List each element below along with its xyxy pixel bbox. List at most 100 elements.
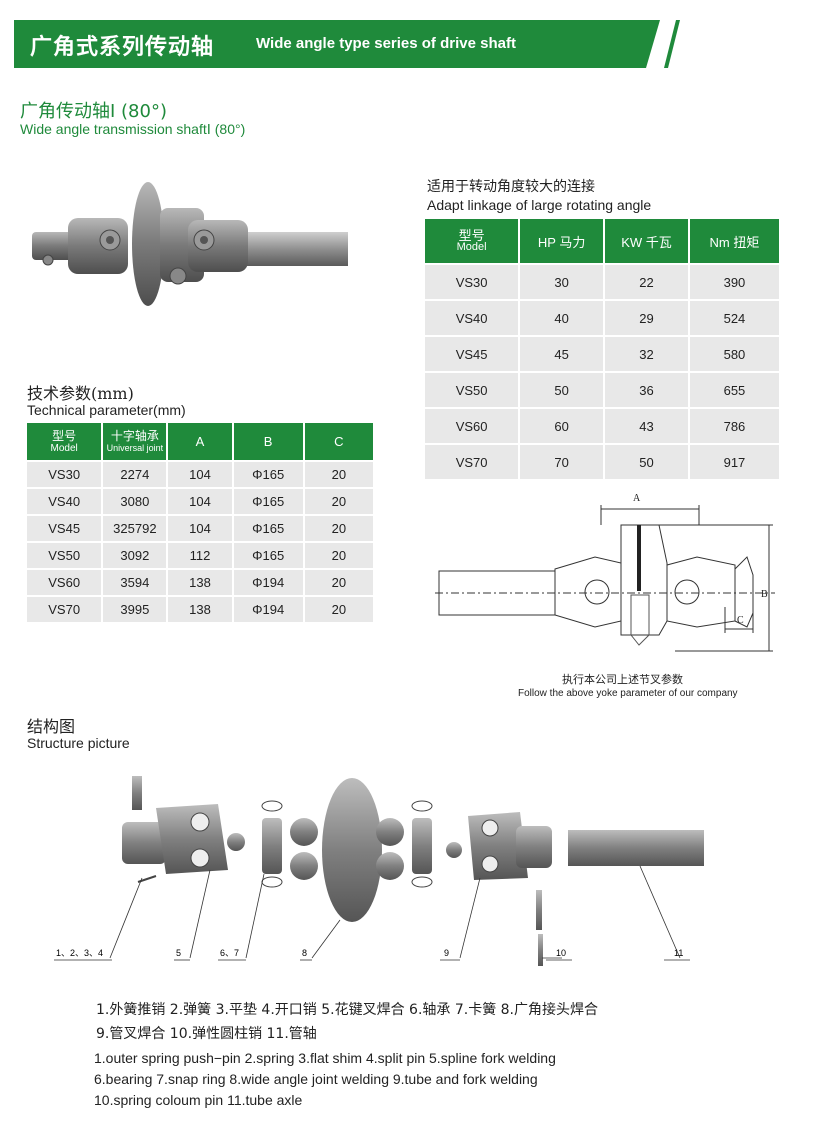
power-th-hp: HP 马力	[520, 219, 604, 263]
power-table-row-cell: 390	[689, 265, 779, 299]
tech-table-row-cell: 3995	[103, 597, 167, 622]
parts-list-en-line3: 10.spring coloum pin 11.tube axle	[94, 1092, 303, 1108]
power-table-caption-cn: 适用于转动角度较大的连接	[427, 179, 595, 195]
power-table-row-cell: VS70	[425, 445, 519, 479]
tech-table-row-cell: 138	[168, 570, 232, 595]
section-title-en: Wide angle transmission shaftⅠ (80°)	[20, 121, 246, 137]
parts-list-en-line2: 6.bearing 7.snap ring 8.wide angle joint…	[94, 1071, 538, 1087]
tech-table-row-cell: 20	[304, 489, 373, 514]
tech-table-row-cell: Φ165	[233, 489, 303, 514]
tech-table-row-cell: 3092	[103, 543, 167, 568]
tech-table-caption-en: Technical parameter(mm)	[27, 402, 186, 418]
tech-table-row-cell: 20	[304, 543, 373, 568]
tech-table-row-cell: 3594	[103, 570, 167, 595]
callout-6-7: 6、7	[220, 948, 239, 958]
power-table-row-cell: 29	[605, 301, 688, 335]
power-table-row-cell: 36	[605, 373, 688, 407]
tech-table-row-cell: VS70	[27, 597, 102, 622]
power-table-row-cell: VS45	[425, 337, 519, 371]
tech-table-row-cell: Φ165	[233, 543, 303, 568]
power-table-caption-en: Adapt linkage of large rotating angle	[427, 197, 652, 213]
dim-label-b: B	[761, 589, 768, 600]
tech-table-row-cell: VS30	[27, 462, 102, 487]
shaft-illustration	[32, 182, 348, 306]
section-title-cn: 广角传动轴Ⅰ (80°)	[20, 101, 167, 122]
tech-th-c: C	[304, 423, 373, 460]
tech-table-row-cell: Φ194	[233, 570, 303, 595]
dim-label-a: A	[633, 493, 641, 504]
tech-th-b: B	[233, 423, 303, 460]
power-table-row-cell: 70	[520, 445, 604, 479]
tech-table: 型号 Model 十字轴承 Universal joint A B C VS30…	[25, 421, 375, 624]
structure-title-en: Structure picture	[27, 735, 130, 751]
power-table-row-cell: 30	[520, 265, 604, 299]
power-table-row-cell: 40	[520, 301, 604, 335]
tech-table-row-cell: 20	[304, 462, 373, 487]
tech-table-row-cell: 20	[304, 597, 373, 622]
callout-9: 9	[444, 948, 449, 958]
callout-10: 10	[556, 948, 566, 958]
yoke-note-en: Follow the above yoke parameter of our c…	[518, 688, 738, 699]
tech-table-row-cell: 20	[304, 516, 373, 541]
power-table-row-cell: VS40	[425, 301, 519, 335]
power-table-header: 型号 Model HP 马力 KW 千瓦 Nm 扭矩	[425, 219, 779, 263]
header-title-en: Wide angle type series of drive shaft	[256, 35, 516, 52]
power-table-row-cell: 50	[605, 445, 688, 479]
power-table-row-cell: VS30	[425, 265, 519, 299]
dim-label-c: C	[737, 615, 744, 626]
tech-th-universal-joint: 十字轴承 Universal joint	[103, 423, 167, 460]
parts-list-cn-line2: 9.管叉焊合 10.弹性圆柱销 11.管轴	[96, 1026, 317, 1042]
tech-table-row-cell: VS60	[27, 570, 102, 595]
power-table-row-cell: 45	[520, 337, 604, 371]
header-stripes	[580, 20, 680, 68]
power-table-row-cell: 43	[605, 409, 688, 443]
tech-table-header: 型号 Model 十字轴承 Universal joint A B C	[27, 423, 373, 460]
tech-table-row-cell: 112	[168, 543, 232, 568]
power-table-row-cell: VS60	[425, 409, 519, 443]
structure-title-cn: 结构图	[27, 717, 76, 736]
tech-table-row-cell: VS45	[27, 516, 102, 541]
power-table-row-cell: 524	[689, 301, 779, 335]
callout-8: 8	[302, 948, 307, 958]
power-table-row-cell: 32	[605, 337, 688, 371]
power-table-row-cell: 50	[520, 373, 604, 407]
header-banner	[14, 20, 660, 68]
tech-table-row-cell: 2274	[103, 462, 167, 487]
callout-5: 5	[176, 948, 181, 958]
callout-1-4: 1、2、3、4	[56, 948, 103, 958]
tech-table-row-cell: 20	[304, 570, 373, 595]
exploded-view: 1、2、3、4 5 6、7 8 9 10 11	[54, 776, 704, 966]
power-th-kw: KW 千瓦	[605, 219, 688, 263]
header-title-cn: 广角式系列传动轴	[30, 35, 215, 60]
power-table-row-cell: VS50	[425, 373, 519, 407]
tech-table-row-cell: Φ165	[233, 462, 303, 487]
power-table-row-cell: 917	[689, 445, 779, 479]
tech-table-caption-cn: 技术参数(mm)	[27, 384, 134, 403]
tech-table-row-cell: 325792	[103, 516, 167, 541]
tech-table-row-cell: 104	[168, 516, 232, 541]
power-table-row-cell: 22	[605, 265, 688, 299]
tech-th-model: 型号 Model	[27, 423, 102, 460]
tech-table-row-cell: 104	[168, 462, 232, 487]
tech-table-row-cell: 138	[168, 597, 232, 622]
power-table-row-cell: 655	[689, 373, 779, 407]
power-table-row-cell: 580	[689, 337, 779, 371]
power-table-row-cell: 60	[520, 409, 604, 443]
power-th-nm: Nm 扭矩	[689, 219, 779, 263]
parts-list-cn-line1: 1.外簧推销 2.弹簧 3.平垫 4.开口销 5.花键叉焊合 6.轴承 7.卡簧…	[96, 1002, 599, 1018]
tech-table-row-cell: VS40	[27, 489, 102, 514]
power-th-model: 型号 Model	[425, 219, 519, 263]
tech-table-row-cell: VS50	[27, 543, 102, 568]
dimension-drawing: A B C	[435, 493, 775, 652]
